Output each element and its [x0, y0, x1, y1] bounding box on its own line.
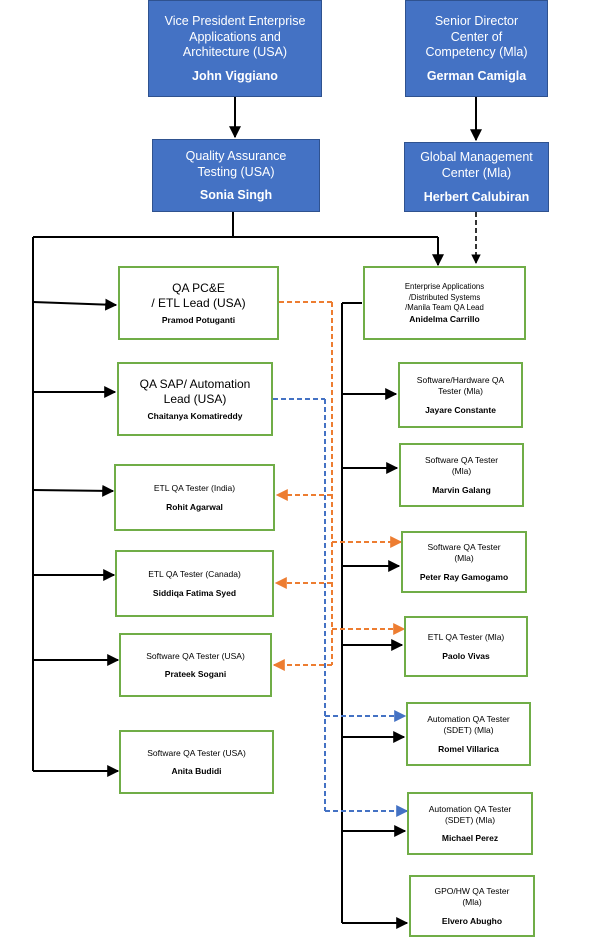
node-name: Sonia Singh	[199, 188, 273, 203]
node-title: Automation QA Tester (SDET) (Mla)	[427, 714, 510, 735]
node-software-qa-tester-marvin: Software QA Tester (Mla) Marvin Galang	[399, 443, 524, 507]
node-name: Siddiqa Fatima Syed	[152, 587, 237, 598]
node-name: Elvero Abugho	[441, 915, 503, 926]
node-software-qa-tester-peter: Software QA Tester (Mla) Peter Ray Gamog…	[401, 531, 527, 593]
node-name: Paolo Vivas	[442, 650, 490, 661]
node-title: Vice President Enterprise Applications a…	[164, 14, 306, 60]
node-title: Software QA Tester (USA)	[147, 747, 246, 758]
node-software-qa-tester-prateek: Software QA Tester (USA) Prateek Sogani	[119, 633, 272, 697]
node-title: ETL QA Tester (Mla)	[427, 632, 505, 643]
node-name: Rohit Agarwal	[166, 501, 223, 512]
node-software-hardware-qa-tester: Software/Hardware QA Tester (Mla) Jayare…	[398, 362, 523, 428]
node-title: QA SAP/ Automation Lead (USA)	[139, 377, 251, 406]
node-quality-assurance-testing: Quality Assurance Testing (USA) Sonia Si…	[152, 139, 320, 212]
node-qa-sap-automation-lead: QA SAP/ Automation Lead (USA) Chaitanya …	[117, 362, 273, 436]
node-etl-qa-tester-paolo: ETL QA Tester (Mla) Paolo Vivas	[404, 616, 528, 677]
node-title: Quality Assurance Testing (USA)	[185, 148, 287, 179]
node-name: Jayare Constante	[425, 404, 496, 415]
node-name: Herbert Calubiran	[423, 189, 530, 204]
node-software-qa-tester-anita: Software QA Tester (USA) Anita Budidi	[119, 730, 274, 794]
node-global-management-center: Global Management Center (Mla) Herbert C…	[404, 142, 549, 212]
node-name: Chaitanya Komatireddy	[147, 411, 243, 421]
node-automation-qa-tester-michael: Automation QA Tester (SDET) (Mla) Michae…	[407, 792, 533, 855]
node-name: Pramod Potuganti	[161, 315, 236, 325]
node-senior-director: Senior Director Center of Competency (Ml…	[405, 0, 548, 97]
node-title: Enterprise Applications /Distributed Sys…	[404, 282, 485, 313]
node-automation-qa-tester-romel: Automation QA Tester (SDET) (Mla) Romel …	[406, 702, 531, 766]
node-title: Software QA Tester (Mla)	[424, 455, 499, 476]
node-title: GPO/HW QA Tester (Mla)	[434, 886, 510, 907]
node-name: Anidelma Carrillo	[409, 313, 480, 324]
node-etl-qa-tester-india: ETL QA Tester (India) Rohit Agarwal	[114, 464, 275, 531]
node-name: Peter Ray Gamogamo	[419, 571, 509, 582]
node-title: Software QA Tester (USA)	[146, 650, 245, 661]
node-title: Global Management Center (Mla)	[420, 150, 533, 180]
node-name: John Viggiano	[192, 68, 278, 83]
node-vp-enterprise-applications: Vice President Enterprise Applications a…	[148, 0, 322, 97]
node-name: German Camigla	[426, 68, 527, 83]
node-etl-qa-tester-canada: ETL QA Tester (Canada) Siddiqa Fatima Sy…	[115, 550, 274, 617]
dotted-orange-lines	[272, 301, 406, 671]
node-gpo-hw-qa-tester: GPO/HW QA Tester (Mla) Elvero Abugho	[409, 875, 535, 937]
node-title: QA PC&E / ETL Lead (USA)	[151, 281, 246, 310]
node-name: Marvin Galang	[432, 484, 491, 495]
node-name: Prateek Sogani	[164, 669, 227, 680]
node-title: ETL QA Tester (India)	[153, 483, 236, 494]
node-title: Senior Director Center of Competency (Ml…	[425, 14, 528, 60]
node-title: Software QA Tester (Mla)	[427, 542, 501, 563]
node-title: ETL QA Tester (Canada)	[148, 569, 241, 580]
solid-reporting-lines	[32, 97, 482, 929]
node-qa-pce-etl-lead: QA PC&E / ETL Lead (USA) Pramod Potugant…	[118, 266, 279, 340]
node-name: Michael Perez	[441, 833, 499, 844]
node-name: Romel Villarica	[438, 743, 499, 754]
dotted-blue-lines	[273, 398, 409, 817]
node-title: Software/Hardware QA Tester (Mla)	[416, 375, 505, 396]
node-title: Automation QA Tester (SDET) (Mla)	[428, 803, 512, 825]
node-name: Anita Budidi	[171, 766, 222, 777]
node-manila-team-qa-lead: Enterprise Applications /Distributed Sys…	[363, 266, 526, 340]
